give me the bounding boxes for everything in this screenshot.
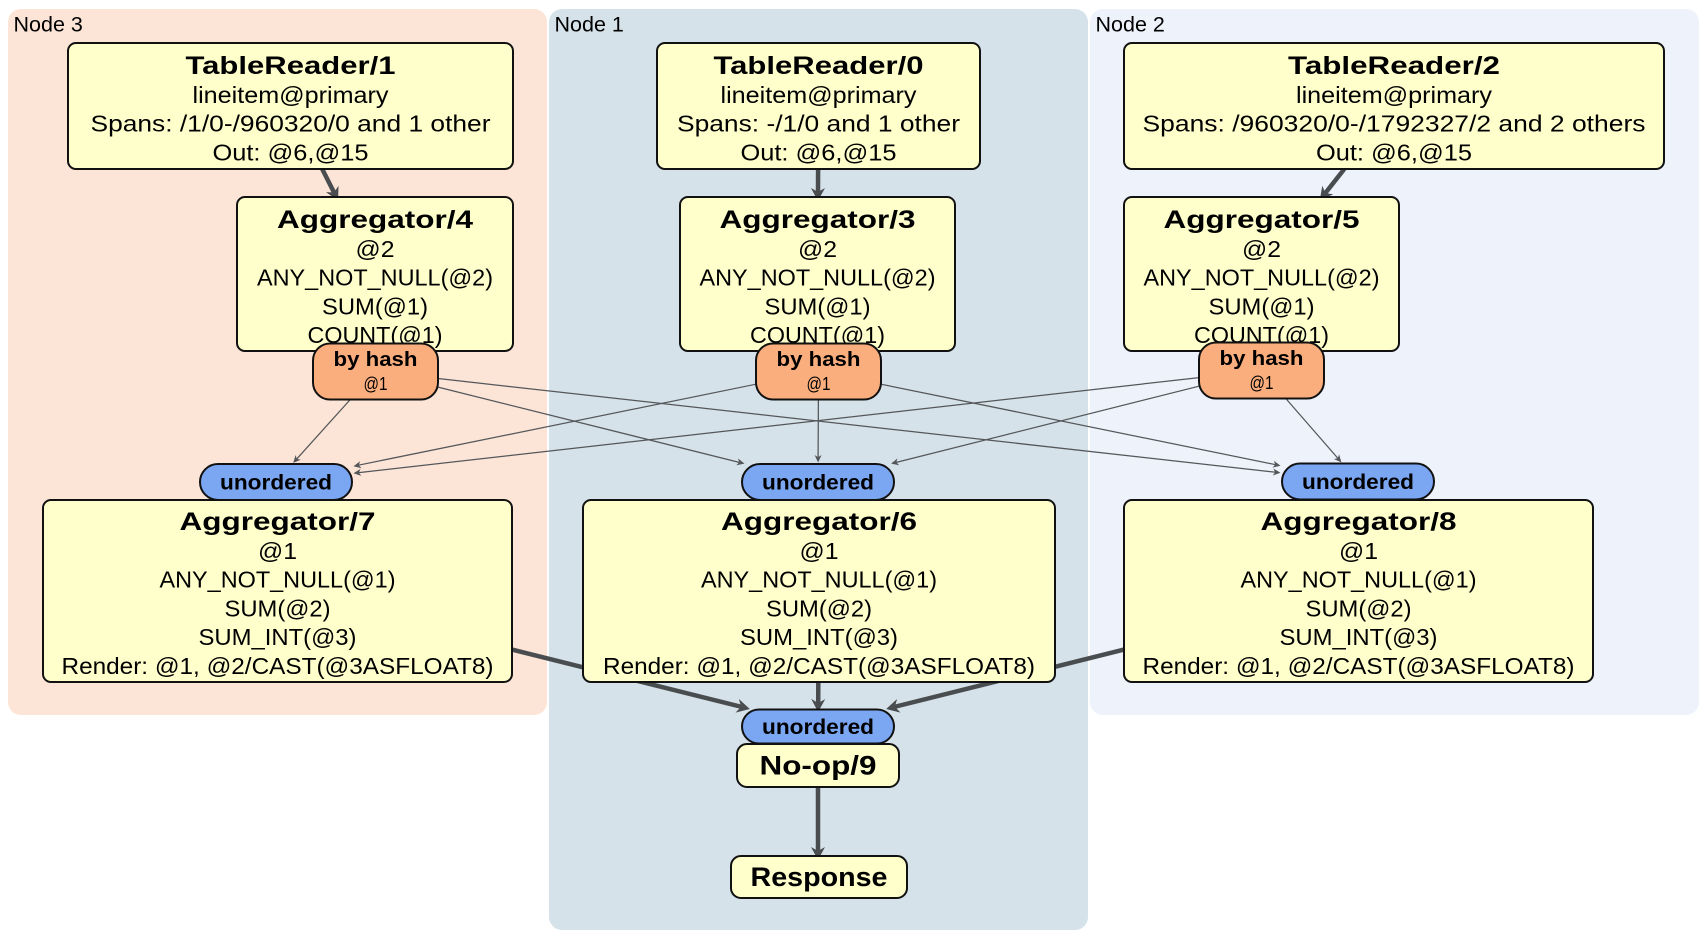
svg-text:@1: @1 [1339, 538, 1378, 564]
svg-text:SUM_INT(@3): SUM_INT(@3) [199, 624, 357, 650]
svg-text:lineitem@primary: lineitem@primary [1296, 82, 1493, 108]
svg-text:@1: @1 [1250, 373, 1274, 393]
svg-text:Aggregator/7: Aggregator/7 [180, 508, 376, 536]
svg-text:Aggregator/4: Aggregator/4 [277, 206, 473, 234]
svg-text:by hash: by hash [1220, 348, 1304, 370]
svg-text:SUM(@1): SUM(@1) [765, 293, 871, 319]
svg-text:@1: @1 [807, 374, 831, 394]
svg-text:by hash: by hash [777, 349, 861, 371]
svg-text:Aggregator/8: Aggregator/8 [1261, 508, 1457, 536]
svg-text:TableReader/1: TableReader/1 [186, 52, 396, 80]
svg-text:unordered: unordered [762, 472, 874, 495]
svg-text:ANY_NOT_NULL(@1): ANY_NOT_NULL(@1) [1241, 567, 1477, 593]
svg-text:Node 1: Node 1 [555, 13, 624, 37]
svg-text:ANY_NOT_NULL(@2): ANY_NOT_NULL(@2) [257, 265, 493, 291]
svg-text:by hash: by hash [334, 349, 418, 371]
svg-text:@2: @2 [798, 236, 837, 262]
svg-text:Aggregator/3: Aggregator/3 [720, 206, 916, 234]
svg-text:Node 2: Node 2 [1096, 13, 1165, 37]
svg-text:Aggregator/6: Aggregator/6 [721, 508, 917, 536]
svg-text:SUM(@2): SUM(@2) [225, 595, 331, 621]
svg-text:@2: @2 [1242, 236, 1281, 262]
svg-text:Out: @6,@15: Out: @6,@15 [741, 139, 897, 165]
svg-text:SUM(@1): SUM(@1) [1209, 293, 1315, 319]
svg-text:@1: @1 [364, 374, 388, 394]
svg-text:Render: @1, @2/CAST(@3ASFLOAT8: Render: @1, @2/CAST(@3ASFLOAT8) [62, 653, 494, 679]
svg-text:ANY_NOT_NULL(@2): ANY_NOT_NULL(@2) [1144, 265, 1380, 291]
svg-text:lineitem@primary: lineitem@primary [193, 82, 390, 108]
svg-text:@1: @1 [800, 538, 839, 564]
svg-text:Spans: /960320/0-/1792327/2 an: Spans: /960320/0-/1792327/2 and 2 others [1143, 111, 1646, 137]
svg-text:unordered: unordered [1302, 471, 1414, 494]
svg-text:unordered: unordered [220, 472, 332, 495]
svg-text:SUM_INT(@3): SUM_INT(@3) [740, 624, 898, 650]
svg-text:ANY_NOT_NULL(@1): ANY_NOT_NULL(@1) [160, 567, 396, 593]
svg-text:SUM(@2): SUM(@2) [766, 595, 872, 621]
svg-text:Render: @1, @2/CAST(@3ASFLOAT8: Render: @1, @2/CAST(@3ASFLOAT8) [1143, 653, 1575, 679]
svg-text:No-op/9: No-op/9 [760, 751, 877, 781]
svg-text:ANY_NOT_NULL(@2): ANY_NOT_NULL(@2) [700, 265, 936, 291]
svg-text:TableReader/2: TableReader/2 [1288, 52, 1500, 80]
svg-text:ANY_NOT_NULL(@1): ANY_NOT_NULL(@1) [701, 567, 937, 593]
svg-text:unordered: unordered [762, 716, 874, 739]
svg-text:Node 3: Node 3 [14, 13, 83, 37]
svg-text:SUM_INT(@3): SUM_INT(@3) [1280, 624, 1438, 650]
svg-text:SUM(@2): SUM(@2) [1306, 595, 1412, 621]
svg-text:Out: @6,@15: Out: @6,@15 [213, 139, 369, 165]
svg-text:Out: @6,@15: Out: @6,@15 [1316, 139, 1472, 165]
svg-text:Spans: -/1/0 and 1 other: Spans: -/1/0 and 1 other [677, 111, 960, 137]
svg-text:SUM(@1): SUM(@1) [322, 293, 428, 319]
svg-text:@1: @1 [258, 538, 297, 564]
svg-text:lineitem@primary: lineitem@primary [721, 82, 918, 108]
svg-text:@2: @2 [356, 236, 395, 262]
svg-text:TableReader/0: TableReader/0 [714, 52, 924, 80]
svg-text:Render: @1, @2/CAST(@3ASFLOAT8: Render: @1, @2/CAST(@3ASFLOAT8) [603, 653, 1035, 679]
svg-text:Spans: /1/0-/960320/0 and 1 ot: Spans: /1/0-/960320/0 and 1 other [91, 111, 491, 137]
svg-text:Response: Response [751, 862, 888, 892]
svg-text:Aggregator/5: Aggregator/5 [1164, 206, 1360, 234]
